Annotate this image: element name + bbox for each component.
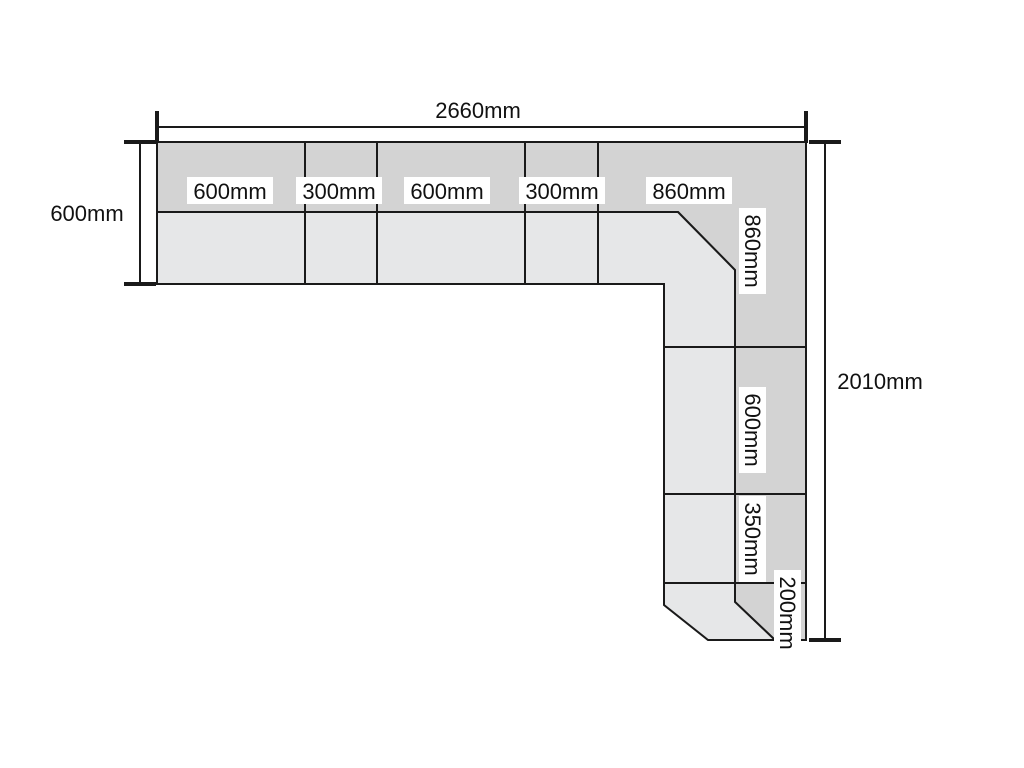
module-label-top-3: 600mm	[404, 177, 490, 204]
svg-text:600mm: 600mm	[193, 179, 266, 204]
svg-text:860mm: 860mm	[740, 214, 765, 287]
sofa-seat-area	[156, 211, 778, 641]
svg-text:600mm: 600mm	[410, 179, 483, 204]
module-label-right-2: 350mm	[739, 496, 766, 582]
module-label-top-1: 600mm	[187, 177, 273, 204]
overall-width-label: 2660mm	[435, 98, 521, 123]
svg-text:300mm: 300mm	[302, 179, 375, 204]
module-label-corner-horizontal: 860mm	[646, 177, 732, 204]
module-label-top-2: 300mm	[296, 177, 382, 204]
svg-text:860mm: 860mm	[652, 179, 725, 204]
svg-text:200mm: 200mm	[775, 576, 800, 649]
module-label-corner-vertical: 860mm	[739, 208, 766, 294]
svg-text:300mm: 300mm	[525, 179, 598, 204]
module-label-right-1: 600mm	[739, 387, 766, 473]
depth-label: 600mm	[50, 201, 123, 226]
overall-height-label: 2010mm	[837, 369, 923, 394]
module-label-top-4: 300mm	[519, 177, 605, 204]
module-label-end: 200mm	[774, 570, 801, 656]
svg-text:350mm: 350mm	[740, 502, 765, 575]
svg-text:600mm: 600mm	[740, 393, 765, 466]
